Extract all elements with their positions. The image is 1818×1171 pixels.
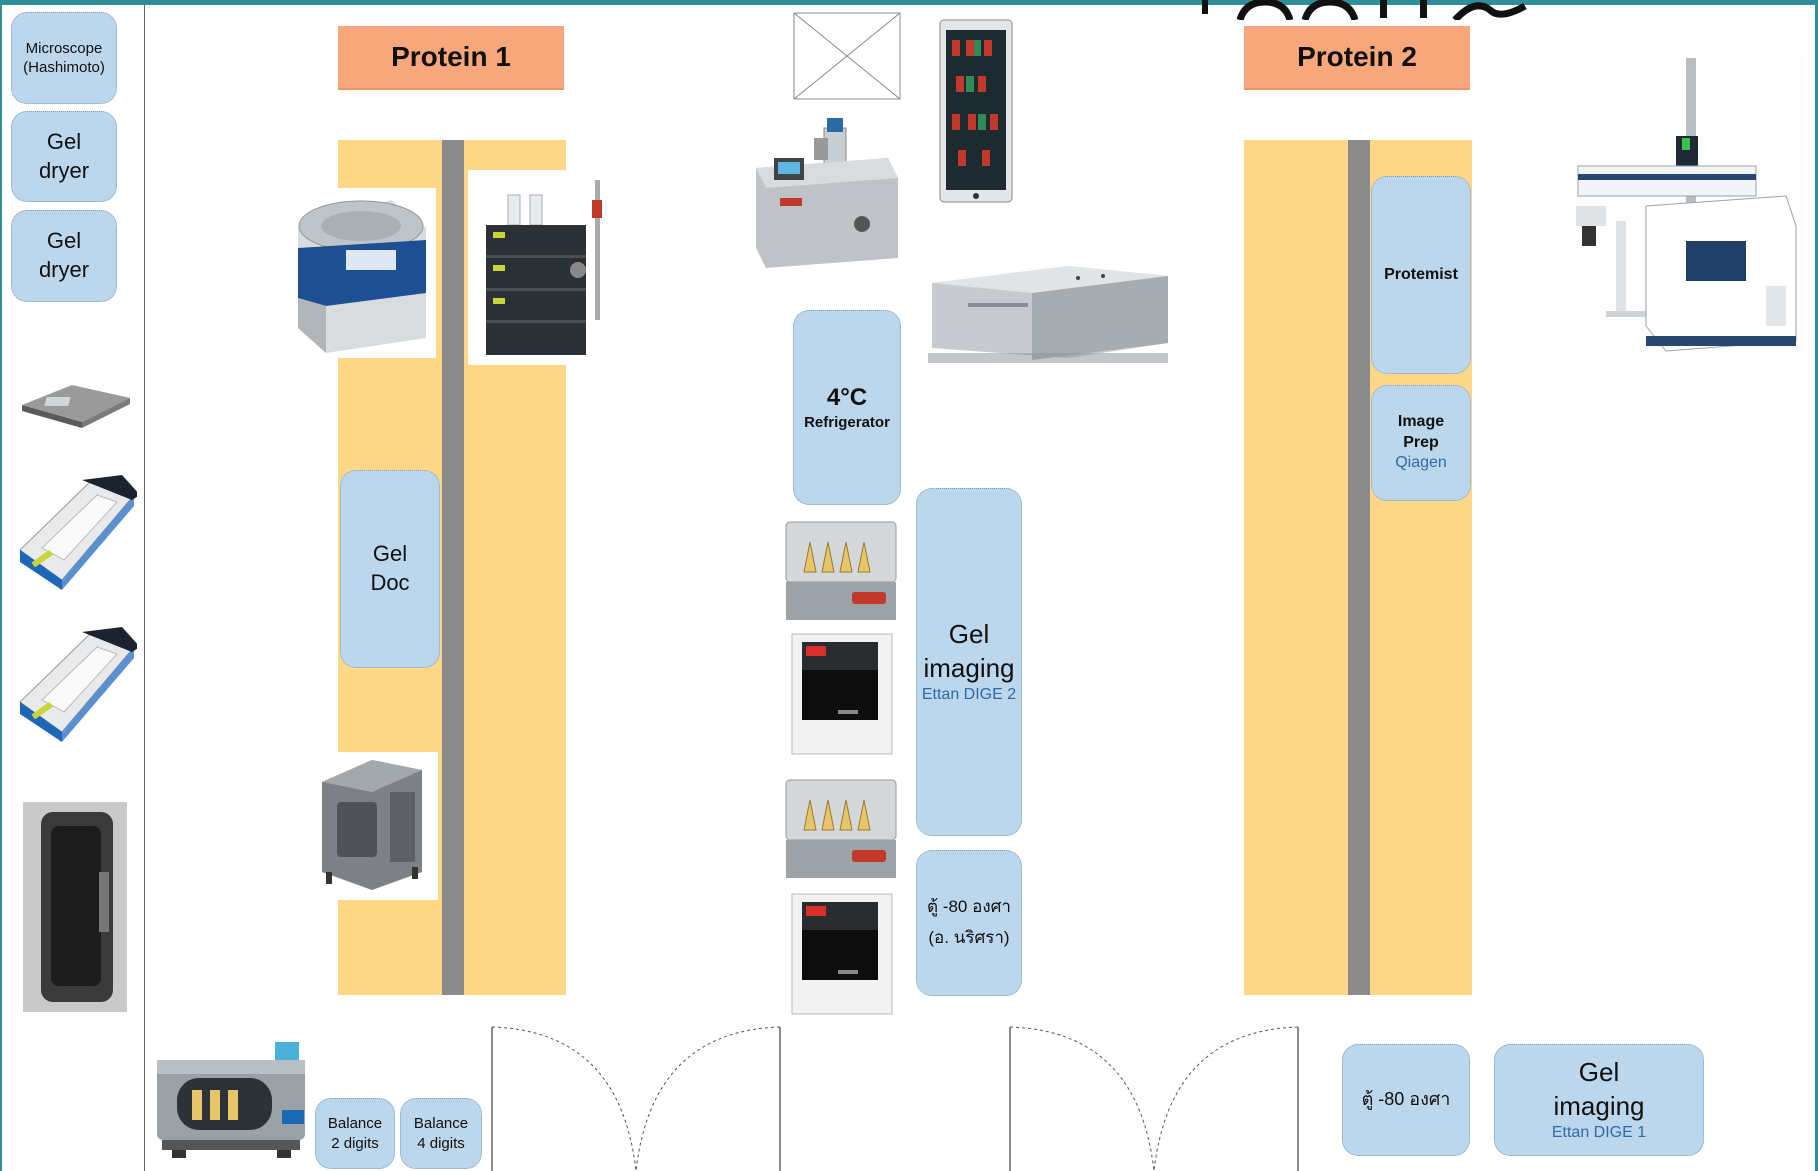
balance-2-line-2: 2 digits (331, 1134, 379, 1152)
centrifuge-icon (286, 188, 436, 358)
gel-imaging-1-line-1: Gel (1578, 1056, 1620, 1087)
freezer-center-line-2: (อ. นริศรา) (928, 928, 1010, 947)
gel-imaging-2-line-1: Gel (948, 618, 990, 649)
microscope-station[interactable]: Microscope (Hashimoto) (11, 12, 117, 104)
gel-imaging-2-line-2: imaging (923, 652, 1015, 683)
cut-off-heading-fragment (1202, 0, 1527, 20)
chiller-icon (791, 633, 893, 755)
protein-1-aisle (442, 140, 464, 995)
refrigerator-4c[interactable]: 4°C Refrigerator (793, 310, 901, 505)
gel-scanner-icon (23, 802, 127, 1012)
freezer-minus80-center[interactable]: ตู้ -80 องศา (อ. นริศรา) (916, 850, 1022, 996)
storage-cabinet-icon (939, 19, 1013, 203)
balance-2-line-1: Balance (327, 1115, 383, 1132)
gel-dryer-1-line-2: dryer (38, 157, 90, 183)
imager-icon (312, 752, 438, 900)
protemist-label: Protemist (1384, 265, 1458, 283)
image-prep-qiagen[interactable]: Image Prep Qiagen (1371, 385, 1471, 501)
protein-2-aisle (1348, 140, 1370, 995)
gel-dryer-1[interactable]: Gel dryer (11, 111, 117, 202)
gel-imaging-ettan-dige-2[interactable]: Gel imaging Ettan DIGE 2 (916, 488, 1022, 836)
scale-icon (22, 385, 130, 428)
gel-imaging-1-sub: Ettan DIGE 1 (1551, 1124, 1647, 1142)
gel-dryer-2-line-1: Gel (46, 228, 82, 254)
shaker-incubator-icon (785, 779, 897, 878)
refrigerator-label: Refrigerator (804, 414, 890, 432)
balance-4-digits[interactable]: Balance 4 digits (400, 1098, 482, 1169)
freezer-minus80-right[interactable]: ตู้ -80 องศา (1342, 1044, 1470, 1156)
freezer-right-label: ตู้ -80 องศา (1361, 1089, 1451, 1110)
water-bath-icon (756, 118, 898, 268)
gel-imaging-ettan-dige-1[interactable]: Gel imaging Ettan DIGE 1 (1494, 1044, 1704, 1156)
electrophoresis-unit-icon (19, 475, 137, 590)
microscope-line-1: Microscope (25, 39, 103, 57)
freezer-center-line-1: ตู้ -80 องศา (927, 897, 1011, 917)
image-prep-line-2: Prep (1403, 433, 1439, 451)
protein-1-title: Protein 1 (338, 26, 564, 90)
protein-2-bench-left (1244, 140, 1348, 995)
left-column-divider (144, 5, 145, 1171)
placeholder-box-icon (793, 12, 901, 100)
refrigerator-temp: 4°C (826, 384, 868, 412)
top-frame (0, 0, 1818, 5)
balance-2-digits[interactable]: Balance 2 digits (315, 1098, 395, 1169)
gel-doc-line-1: Gel (372, 541, 408, 567)
balance-4-line-1: Balance (413, 1115, 469, 1132)
microscope-line-2: (Hashimoto) (23, 59, 105, 76)
gel-doc[interactable]: Gel Doc (340, 470, 440, 668)
plate-reader-icon (928, 266, 1168, 363)
chromatography-system-icon (468, 170, 608, 365)
electrophoresis-unit-icon (19, 627, 137, 742)
gel-dryer-1-line-1: Gel (46, 128, 82, 154)
gel-imaging-1-line-2: imaging (1553, 1090, 1645, 1121)
image-prep-line-1: Image (1397, 412, 1445, 430)
left-frame (0, 0, 2, 1171)
protemist[interactable]: Protemist (1371, 176, 1471, 374)
double-door-left (491, 1026, 781, 1171)
image-prep-sub: Qiagen (1395, 454, 1447, 472)
shaker-incubator-icon (785, 521, 897, 620)
gel-imaging-2-sub: Ettan DIGE 2 (921, 686, 1017, 704)
gel-dryer-2[interactable]: Gel dryer (11, 210, 117, 302)
gel-doc-line-2: Doc (370, 570, 410, 595)
double-door-right (1009, 1026, 1299, 1171)
protein-2-title: Protein 2 (1244, 26, 1470, 90)
chiller-icon (791, 893, 893, 1015)
gel-dryer-2-line-2: dryer (38, 257, 90, 282)
balance-4-line-2: 4 digits (417, 1134, 465, 1152)
bench-shaker-icon (157, 1042, 305, 1158)
robot-arm-icon (1536, 56, 1806, 354)
right-frame (1815, 0, 1818, 1171)
